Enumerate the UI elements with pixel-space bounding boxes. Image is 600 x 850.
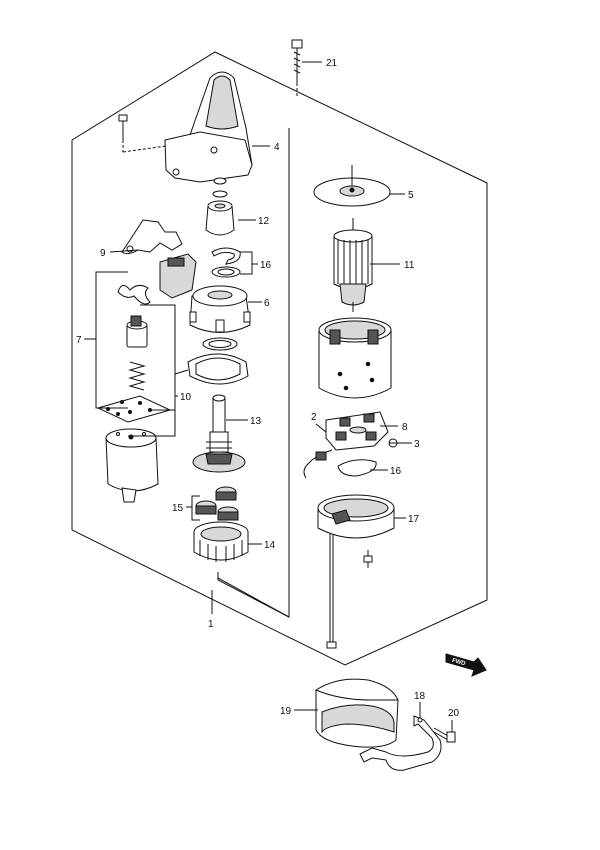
callout-21: 21 [326,58,338,69]
part-return-spring [117,284,151,305]
part-8-brush-holder [325,411,389,451]
part-17-end-cover [317,494,395,539]
callout-16-upper: 16 [260,260,272,271]
bracket-15 [186,495,200,521]
callout-20: 20 [448,708,460,719]
part-3-screw [388,438,398,448]
callout-2: 2 [311,412,317,423]
fwd-direction-arrow: FWD [445,653,487,677]
part-14-internal-ring-gear [193,521,249,562]
part-13-pinion-shaft [192,394,246,473]
callout-11: 11 [404,260,415,271]
part-15-planetary-gears [195,486,239,521]
part-16-plate-lower [337,459,377,477]
part-through-bolt [326,534,337,649]
fwd-label: FWD [451,658,466,668]
bracket-10 [128,304,189,437]
callout-16-lower: 16 [390,466,402,477]
part-4-solenoid-housing [122,71,253,183]
part-6-gear-housing [189,285,251,333]
part-small-bolt [118,114,128,152]
part-16-clip-upper [211,247,241,278]
callout-4: 4 [274,142,280,153]
part-21-bolt [291,39,303,96]
bracket-16-upper [240,251,258,275]
callout-10: 10 [180,392,192,403]
callout-7: 7 [76,335,82,346]
callout-5: 5 [408,190,414,201]
callout-8: 8 [402,422,408,433]
part-10-gasket-right [187,337,249,385]
part-2-lead-wire [303,449,333,479]
part-9-shift-lever [121,219,183,255]
callout-labels: 21 4 5 12 9 16 11 6 7 10 13 2 8 3 16 15 … [76,58,460,719]
part-20-bolt [433,727,456,743]
part-plunger [126,315,148,348]
callout-3: 3 [414,439,420,450]
leader-lines [109,61,412,618]
callout-1: 1 [208,619,214,630]
callout-12: 12 [258,216,270,227]
part-10-gasket-left [96,395,172,423]
callout-15: 15 [172,503,184,514]
callout-6: 6 [264,298,270,309]
callout-17: 17 [408,514,420,525]
callout-9: 9 [100,248,106,259]
part-5-end-plate [313,165,391,207]
part-solenoid-body [105,428,159,503]
part-small-screw [363,550,373,568]
part-coil-spring [128,361,146,391]
callout-18: 18 [414,691,426,702]
bracket-7 [84,271,128,409]
callout-13: 13 [250,416,262,427]
part-11-armature [333,218,373,312]
callout-19: 19 [280,706,292,717]
callout-14: 14 [264,540,276,551]
part-holder-block [159,253,197,299]
part-19-mounting-band [315,678,399,748]
part-12-pinion-gear [205,177,235,236]
part-yoke-field-frame [318,317,392,399]
